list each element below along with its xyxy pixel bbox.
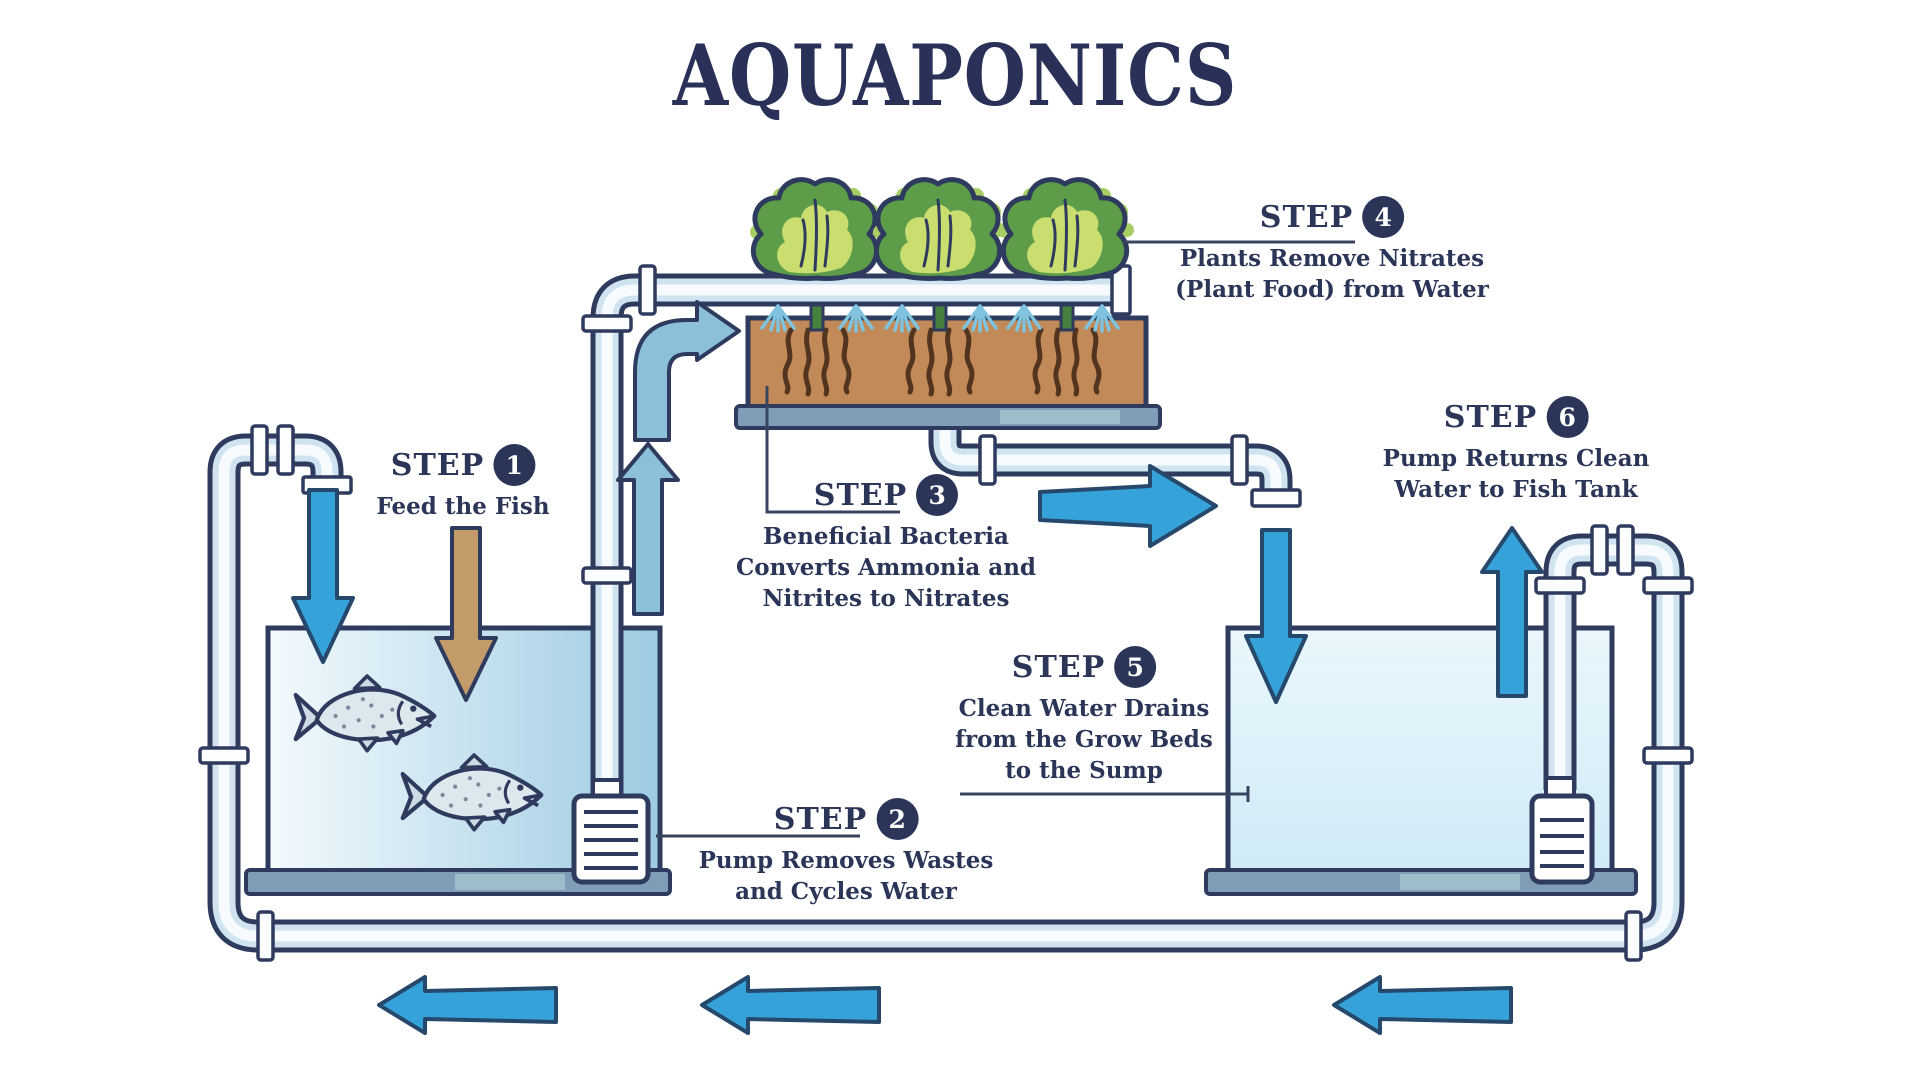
- step-6-word: STEP: [1443, 399, 1538, 435]
- step-5-line: to the Sump: [1005, 757, 1163, 784]
- flow-left-arrow: [377, 975, 558, 1035]
- step-4-line: (Plant Food) from Water: [1175, 276, 1489, 303]
- step-6-number-badge: 6: [1546, 396, 1589, 438]
- step-5-label: STEP 5 Clean Water Drains from the Grow …: [955, 646, 1213, 786]
- flow-left-arrow: [1332, 975, 1513, 1035]
- step-2-label: STEP 2 Pump Removes Wastes and Cycles Wa…: [698, 798, 994, 907]
- lettuce-plant: [1000, 180, 1134, 279]
- step-3-word: STEP: [813, 477, 908, 513]
- pump-up-arrow: [616, 442, 680, 616]
- step-4-word: STEP: [1259, 199, 1354, 235]
- step-1-word: STEP: [390, 447, 485, 483]
- step-2-word: STEP: [773, 801, 868, 837]
- step-5-word: STEP: [1011, 649, 1106, 685]
- page-title: AQUAPONICS: [672, 26, 1238, 125]
- step-6-label: STEP 6 Pump Returns Clean Water to Fish …: [1382, 396, 1650, 505]
- water-inflow-arrow: [291, 488, 355, 664]
- step-4-label: STEP 4 Plants Remove Nitrates (Plant Foo…: [1175, 196, 1489, 305]
- step-2-number-badge: 2: [876, 798, 919, 840]
- sump-pump: [1529, 776, 1595, 885]
- curved-up-right-arrow: [633, 300, 741, 442]
- step-1-line: Feed the Fish: [376, 493, 550, 520]
- lettuce-plant: [750, 180, 884, 279]
- grow-bed: [734, 266, 1162, 430]
- step-3-number-badge: 3: [916, 474, 959, 516]
- step-5-line: from the Grow Beds: [955, 726, 1213, 753]
- feed-arrow: [434, 526, 498, 702]
- step-2-line: Pump Removes Wastes: [698, 847, 994, 874]
- step-3-line: Converts Ammonia and: [736, 554, 1036, 581]
- step-6-line: Pump Returns Clean: [1382, 445, 1650, 472]
- fish-tank-pump: [571, 778, 651, 885]
- step-3-line: Nitrites to Nitrates: [762, 585, 1010, 612]
- step-4-line: Plants Remove Nitrates: [1179, 245, 1485, 272]
- step-5-number-badge: 5: [1114, 646, 1157, 688]
- return-up-arrow: [1480, 526, 1544, 698]
- step-5-line: Clean Water Drains: [958, 695, 1210, 722]
- flow-left-arrow: [700, 975, 881, 1035]
- leader-lines: [656, 240, 1355, 838]
- step-4-number-badge: 4: [1362, 196, 1405, 238]
- step-3-label: STEP 3 Beneficial Bacteria Converts Ammo…: [736, 474, 1036, 614]
- step-2-line: and Cycles Water: [735, 878, 957, 905]
- step-3-line: Beneficial Bacteria: [763, 523, 1009, 550]
- sump-inflow-arrow: [1244, 528, 1308, 704]
- lettuce-plant: [873, 180, 1007, 279]
- drain-right-arrow: [1038, 464, 1218, 548]
- step-6-line: Water to Fish Tank: [1394, 476, 1638, 503]
- step-1-label: STEP 1 Feed the Fish: [376, 444, 550, 522]
- step-1-number-badge: 1: [493, 444, 536, 486]
